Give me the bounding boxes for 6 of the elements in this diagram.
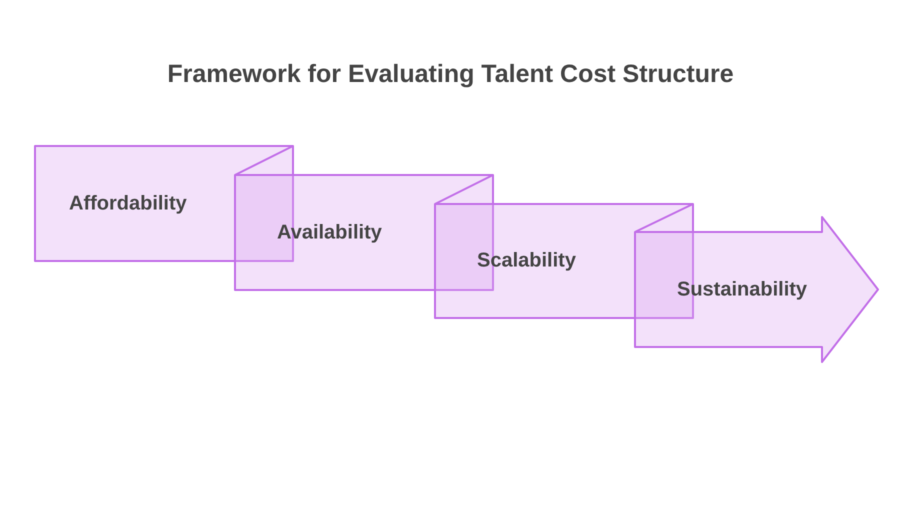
step-label: Scalability: [477, 250, 576, 272]
step-label: Affordability: [69, 192, 187, 215]
step-label: Availability: [277, 221, 382, 244]
step-label: Sustainability: [677, 278, 808, 301]
diagram-title: Framework for Evaluating Talent Cost Structure: [166, 60, 735, 89]
arrow-shape: [635, 204, 878, 362]
